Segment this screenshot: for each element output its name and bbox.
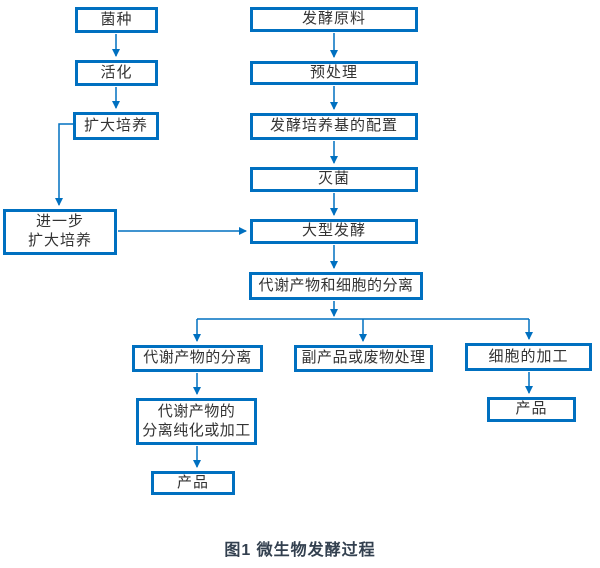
node-large-scale-fermentation: 大型发酵 [250, 219, 418, 244]
node-cell-processing: 细胞的加工 [465, 343, 592, 371]
arrow-expansion-to-further [55, 123, 73, 206]
node-expansion-culture: 扩大培养 [73, 112, 159, 140]
node-pretreatment: 预处理 [250, 61, 418, 85]
node-fermentation-raw-material: 发酵原料 [250, 7, 418, 32]
node-product-cell: 产品 [487, 397, 576, 422]
node-medium-preparation: 发酵培养基的配置 [250, 113, 418, 140]
node-byproduct-waste-treatment: 副产品或废物处理 [294, 345, 433, 372]
node-metabolite-purification: 代谢产物的 分离纯化或加工 [136, 398, 257, 445]
node-strain: 菌种 [75, 7, 158, 33]
node-metabolite-separation: 代谢产物的分离 [132, 345, 263, 372]
node-further-expansion-culture: 进一步 扩大培养 [3, 209, 117, 255]
node-product-metabolite: 产品 [151, 471, 235, 495]
node-sterilization: 灭菌 [250, 167, 418, 192]
node-activation: 活化 [75, 60, 158, 86]
node-metabolite-cell-separation: 代谢产物和细胞的分离 [249, 272, 423, 300]
figure-caption: 图1 微生物发酵过程 [224, 542, 376, 559]
